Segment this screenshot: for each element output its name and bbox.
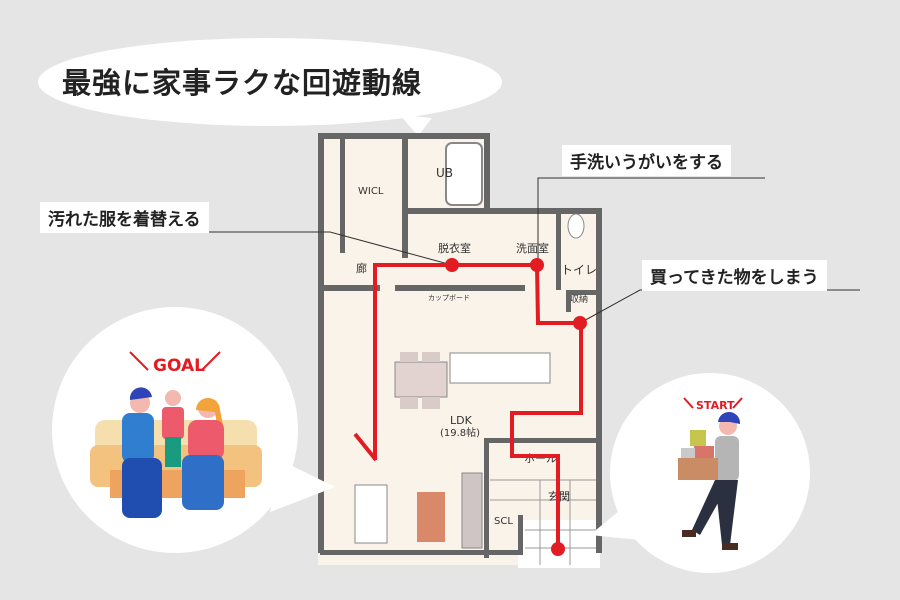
goal-bubble: GOAL: [52, 307, 335, 553]
route-point-washroom: [530, 258, 544, 272]
room-label-dressing: 脱衣室: [438, 241, 471, 255]
title-bubble: [38, 38, 502, 136]
goal-label: GOAL: [153, 356, 205, 376]
route-point-dressing: [445, 258, 459, 272]
room-label-washroom: 洗面室: [516, 241, 549, 255]
room-label-cupboard: カップボード: [428, 294, 470, 302]
room-label-scl: SCL: [494, 516, 513, 527]
callout-change-clothes: 汚れた服を着替える: [40, 202, 209, 233]
start-label: START: [696, 399, 735, 412]
person-carrying-boxes-illustration: [678, 411, 741, 550]
room-label-hallway: 廊: [356, 261, 367, 275]
family-on-sofa-illustration: [90, 387, 262, 518]
room-label-toilet: トイレ: [561, 263, 597, 277]
floor-plan: WICL UB 脱衣室 洗面室 トイレ 廊 カップボード 収納 LDK (19.…: [318, 133, 602, 568]
route-point-storage: [573, 316, 587, 330]
callout-handwash: 手洗いうがいをする: [562, 145, 731, 176]
room-label-ldk: LDK: [450, 414, 473, 427]
route-path: [353, 258, 587, 556]
room-label-hall: ホール: [524, 452, 557, 465]
room-label-ldk-size: (19.8帖): [440, 426, 480, 439]
start-bubble: START: [590, 373, 810, 573]
room-label-ub: UB: [436, 166, 453, 180]
route-point-entrance: [551, 542, 565, 556]
room-label-storage: 収納: [570, 293, 588, 305]
callout-store-items: 買ってきた物をしまう: [642, 260, 827, 291]
page-title: 最強に家事ラクな回遊動線: [62, 66, 423, 100]
room-label-wicl: WICL: [358, 186, 384, 197]
